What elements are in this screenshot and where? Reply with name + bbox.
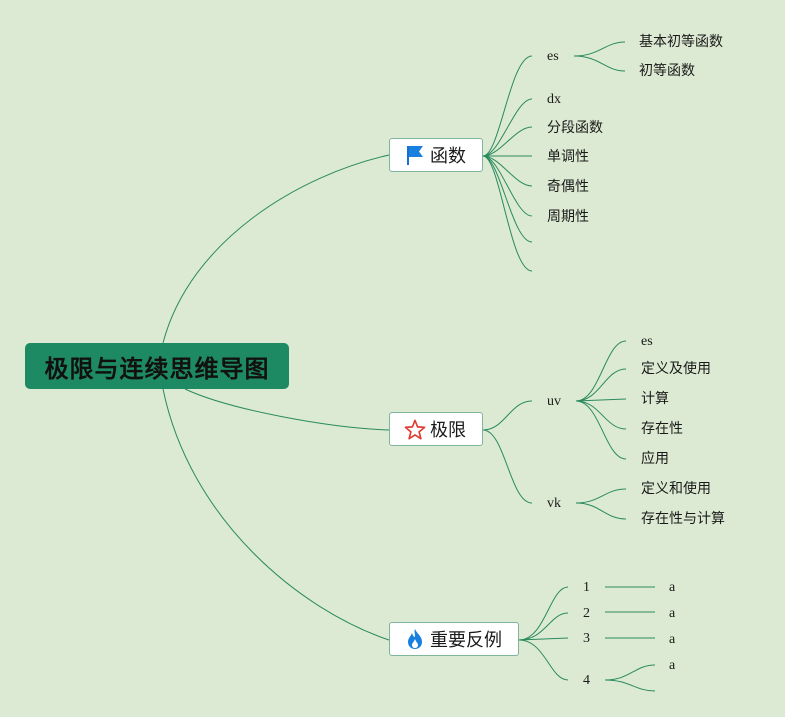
flame-icon xyxy=(404,628,426,650)
limit-node-vk[interactable]: vk xyxy=(547,496,561,511)
func-node-monotonic[interactable]: 单调性 xyxy=(547,149,589,165)
topic-function-label: 函数 xyxy=(430,146,466,167)
star-icon xyxy=(404,418,426,440)
limit-uv-child-5[interactable]: 应用 xyxy=(641,451,669,467)
counter-value-1[interactable]: a xyxy=(669,580,676,595)
limit-vk-child-2[interactable]: 存在性与计算 xyxy=(641,511,725,527)
counter-node-3[interactable]: 3 xyxy=(583,631,590,646)
func-node-es[interactable]: es xyxy=(547,49,559,64)
func-node-parity[interactable]: 奇偶性 xyxy=(547,179,589,195)
topic-function[interactable]: 函数 xyxy=(389,138,483,172)
topic-limit[interactable]: 极限 xyxy=(389,412,483,446)
connector-root-limit xyxy=(184,388,390,431)
limit-uv-child-3[interactable]: 计算 xyxy=(641,391,669,407)
flag-icon xyxy=(404,144,426,166)
func-es-child-2[interactable]: 初等函数 xyxy=(639,63,695,79)
central-topic[interactable]: 极限与连续思维导图 xyxy=(25,343,289,389)
limit-uv-child-4[interactable]: 存在性 xyxy=(641,421,683,437)
func-es-child-1[interactable]: 基本初等函数 xyxy=(639,34,723,50)
limit-uv-child-2[interactable]: 定义及使用 xyxy=(641,361,711,377)
limit-uv-child-1[interactable]: es xyxy=(641,334,653,349)
counter-value-2[interactable]: a xyxy=(669,606,676,621)
func-node-piecewise[interactable]: 分段函数 xyxy=(547,120,603,136)
topic-limit-label: 极限 xyxy=(430,420,466,441)
limit-node-uv[interactable]: uv xyxy=(547,394,561,409)
counter-node-2[interactable]: 2 xyxy=(583,606,590,621)
func-node-periodic[interactable]: 周期性 xyxy=(547,209,589,225)
topic-counterexample[interactable]: 重要反例 xyxy=(389,622,519,656)
counter-node-4[interactable]: 4 xyxy=(583,673,590,688)
counter-value-3[interactable]: a xyxy=(669,632,676,647)
func-node-dx[interactable]: dx xyxy=(547,92,561,107)
counter-value-4[interactable]: a xyxy=(669,658,676,673)
counter-node-1[interactable]: 1 xyxy=(583,580,590,595)
central-topic-label: 极限与连续思维导图 xyxy=(44,354,270,383)
limit-vk-child-1[interactable]: 定义和使用 xyxy=(641,481,711,497)
connector-root-func xyxy=(162,154,390,344)
topic-counterexample-label: 重要反例 xyxy=(430,630,502,651)
connector-root-counter xyxy=(162,388,390,641)
